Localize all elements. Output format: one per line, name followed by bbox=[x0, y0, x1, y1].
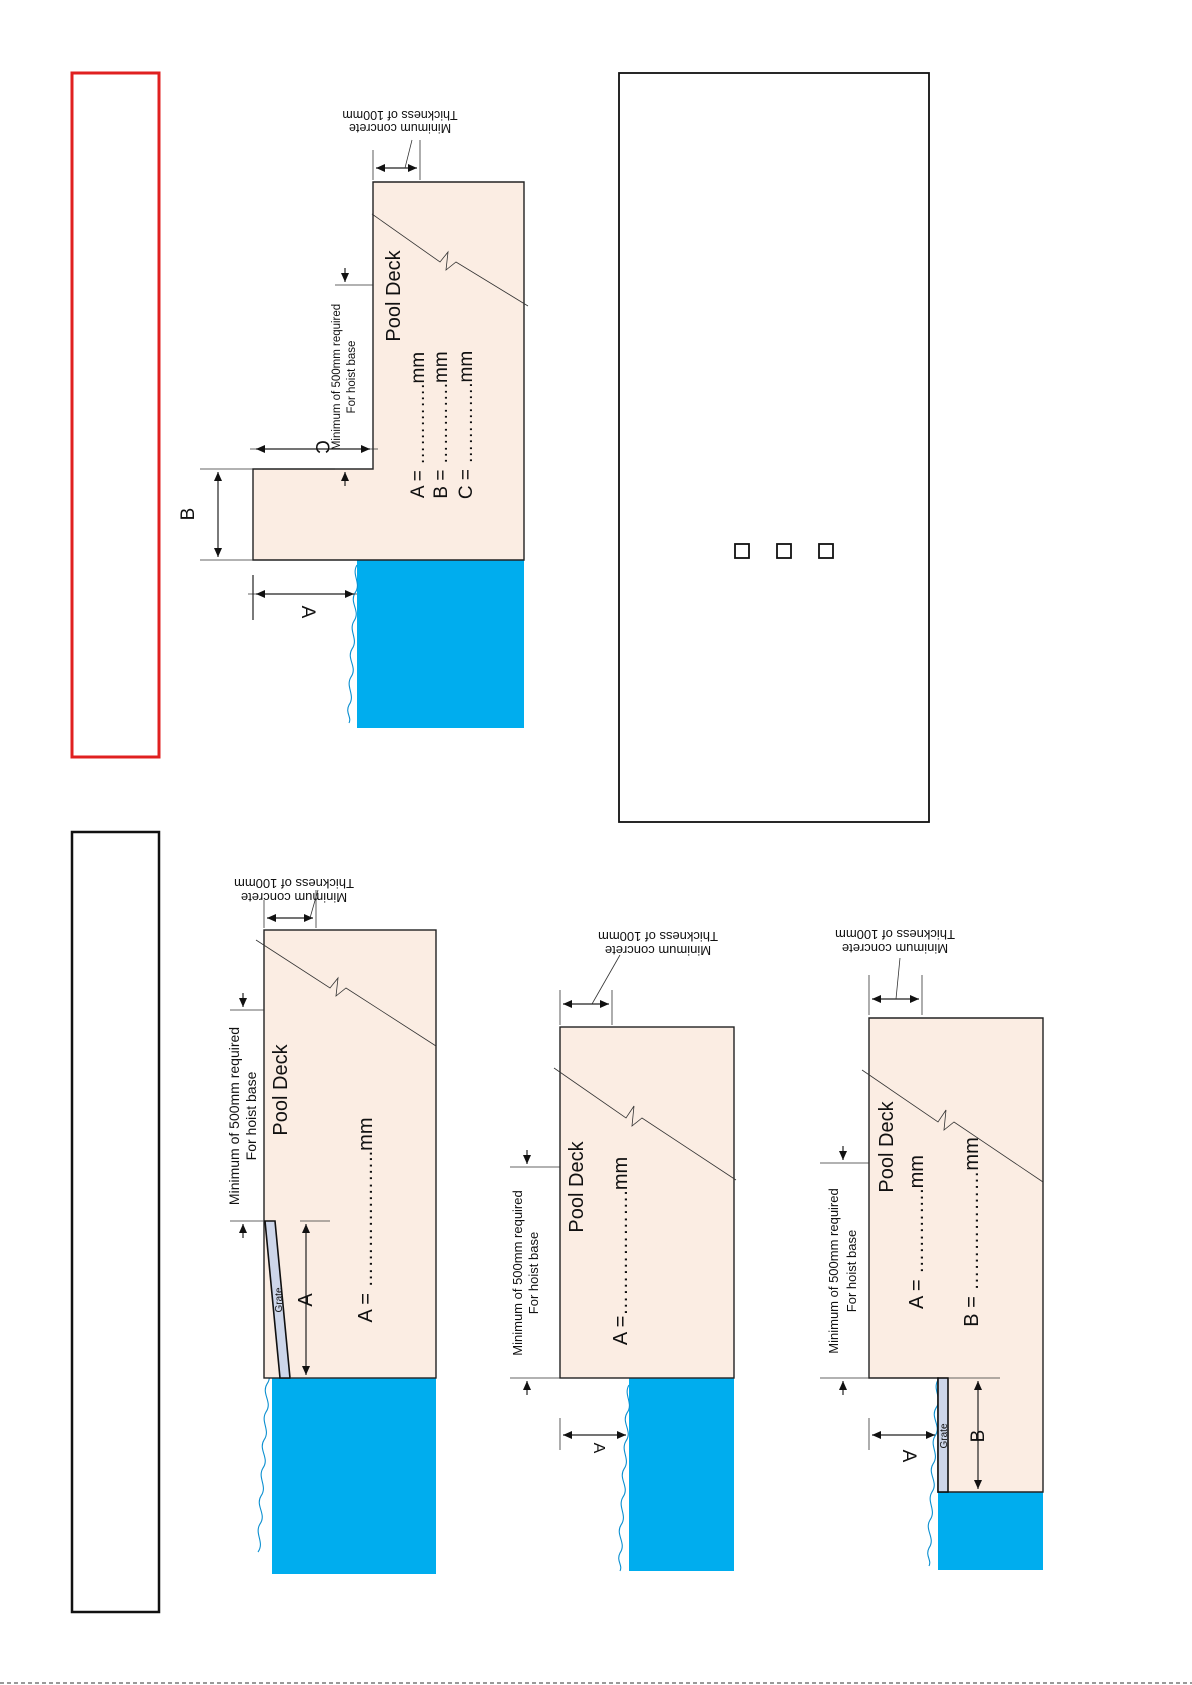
field-b-value[interactable]: B = ………….mm bbox=[431, 351, 452, 498]
grate-label: Grate bbox=[939, 1423, 950, 1448]
diagram-grate: Grate A Minimum of 500mm required For ho… bbox=[226, 876, 437, 1574]
field-b-value[interactable]: B = ………………mm bbox=[961, 1137, 983, 1326]
min-500-note-line1: Minimum of 500mm required bbox=[510, 1190, 525, 1355]
thickness-note-line2: Thickness of 100mm bbox=[342, 108, 457, 122]
thickness-note-line2: Thickness of 100mm bbox=[598, 929, 718, 944]
square-checkbox-icon[interactable] bbox=[734, 543, 750, 559]
diagram-step-grate: Grate A B Minimum of 500mm required For … bbox=[820, 927, 1044, 1570]
water-wave-line bbox=[927, 1379, 939, 1567]
dimension-a-label: A bbox=[590, 1443, 607, 1454]
min-500-note-line2: For hoist base bbox=[346, 341, 358, 414]
thickness-note-line1: Minimum concrete bbox=[842, 941, 948, 956]
pool-deck-label: Pool Deck bbox=[383, 249, 405, 341]
min-500-note-line1: Minimum of 500mm required bbox=[826, 1188, 841, 1353]
field-c-value[interactable]: C = ………….mm bbox=[456, 351, 477, 499]
min-500-note-line2: For hoist base bbox=[526, 1232, 541, 1314]
field-a-value[interactable]: A = ………….……..mm bbox=[355, 1117, 377, 1322]
min-500-note-line2: For hoist base bbox=[243, 1071, 259, 1160]
break-line bbox=[553, 1067, 737, 1181]
dimension-b-label: B bbox=[178, 508, 199, 521]
break-line bbox=[255, 939, 437, 1047]
thickness-note-line2: Thickness of 100mm bbox=[234, 876, 354, 891]
square-checkbox-icon[interactable] bbox=[818, 543, 834, 559]
pool-water bbox=[272, 1378, 436, 1574]
field-a-value[interactable]: A =……………….mm bbox=[610, 1157, 632, 1345]
thickness-note-line1: Minimum concrete bbox=[349, 121, 451, 135]
pool-water bbox=[629, 1378, 734, 1571]
dimension-a-label: A bbox=[295, 1293, 317, 1307]
field-a-value[interactable]: A = ………….mm bbox=[906, 1155, 928, 1309]
option-frame[interactable] bbox=[70, 830, 161, 1614]
pool-deck-shape bbox=[263, 929, 437, 1379]
pool-deck-label: Pool Deck bbox=[876, 1100, 898, 1192]
diagram-plain: A Minimum of 500mm required For hoist ba… bbox=[510, 929, 737, 1572]
thickness-note-line2: Thickness of 100mm bbox=[835, 927, 955, 942]
selected-option-frame[interactable] bbox=[70, 71, 161, 759]
pool-water bbox=[357, 560, 524, 728]
pool-deck-label: Pool Deck bbox=[566, 1140, 588, 1232]
dimension-a-label: A bbox=[898, 1450, 919, 1463]
pool-water bbox=[938, 1492, 1043, 1570]
checkbox-group bbox=[734, 543, 834, 559]
pool-deck-shape bbox=[252, 181, 525, 561]
dimension-a-label: A bbox=[297, 606, 318, 619]
diagram-step-with-c: A B C Minimum of 500mm required For hois… bbox=[178, 108, 529, 728]
water-wave-line bbox=[347, 564, 358, 724]
pool-deck-label: Pool Deck bbox=[270, 1043, 292, 1135]
thickness-note-line1: Minimum concrete bbox=[605, 943, 711, 958]
selection-box bbox=[618, 72, 930, 823]
min-500-note-line1: Minimum of 500mm required bbox=[226, 1027, 242, 1205]
pool-deck-shape bbox=[868, 1017, 1044, 1493]
min-500-note-line2: For hoist base bbox=[844, 1230, 859, 1312]
square-checkbox-icon[interactable] bbox=[776, 543, 792, 559]
dimension-c-label: C bbox=[311, 440, 332, 454]
field-a-value[interactable]: A = ………….mm bbox=[408, 352, 429, 498]
water-wave-line bbox=[618, 1384, 630, 1572]
grate-label: Grate bbox=[274, 1287, 285, 1312]
break-line bbox=[371, 213, 529, 307]
dimension-b-label: B bbox=[968, 1430, 989, 1443]
pool-deck-shape bbox=[559, 1026, 735, 1379]
grate-shape bbox=[937, 1377, 949, 1493]
min-500-note-line1: Minimum of 500mm required bbox=[331, 304, 343, 450]
break-line bbox=[861, 1069, 1044, 1183]
thickness-note-line1: Minimum concrete bbox=[241, 890, 347, 905]
